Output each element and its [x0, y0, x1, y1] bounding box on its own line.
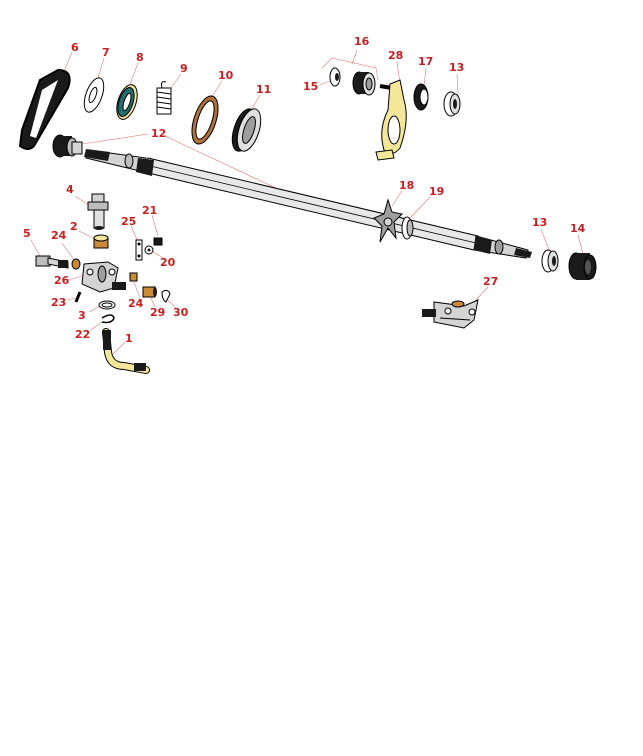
callout-24-left: 24: [51, 229, 67, 242]
callout-27: 27: [483, 275, 498, 288]
nut-part: [153, 237, 163, 246]
shaft-ring-part: [401, 216, 414, 240]
callout-26: 26: [54, 274, 70, 287]
callout-9: 9: [180, 62, 188, 75]
callout-29: 29: [150, 306, 165, 319]
seal-17-part: [413, 83, 429, 111]
callout-8: 8: [136, 51, 144, 64]
valve-part: [87, 193, 109, 230]
callout-10: 10: [218, 69, 234, 82]
clip-part: [161, 289, 171, 303]
callout-17: 17: [418, 55, 433, 68]
bearing-group-part: [352, 71, 376, 96]
yellow-bracket-part: [375, 79, 407, 161]
bushing-29-part: [142, 286, 157, 298]
callout-22: 22: [75, 328, 90, 341]
callout-13-top: 13: [449, 61, 464, 74]
seal-part: [116, 84, 138, 120]
snap-ring-part: [101, 314, 115, 324]
callout-16: 16: [354, 35, 370, 48]
callout-12: 12: [151, 127, 166, 140]
leader-lines: [30, 49, 584, 355]
bearing-13-right-part: [541, 249, 559, 273]
callout-labels: 1 2 3 4 5 6 7 8 9 10 11 12 13 13 14 15 1…: [23, 35, 586, 345]
bearing-part: [231, 108, 262, 152]
callout-3: 3: [78, 309, 86, 322]
shaft-end-bearing-part: [52, 134, 83, 158]
drive-belt-part: [18, 68, 71, 150]
washer-part: [83, 77, 105, 113]
bushing-24-left-part: [71, 258, 81, 270]
callout-21: 21: [142, 204, 157, 217]
callout-25: 25: [121, 215, 136, 228]
bushing-24-right-part: [129, 272, 138, 282]
callout-13-right: 13: [532, 216, 547, 229]
small-washer-part: [329, 67, 341, 87]
plate-part: [135, 239, 143, 261]
small-shaft-part: [35, 255, 69, 269]
copper-ring-part: [191, 95, 219, 145]
callout-15: 15: [303, 80, 318, 93]
callout-4: 4: [66, 183, 74, 196]
callout-5: 5: [23, 227, 31, 240]
ring-3-part: [98, 300, 116, 310]
callout-1: 1: [125, 332, 133, 345]
pin-part: [74, 291, 82, 303]
callout-18: 18: [399, 179, 414, 192]
right-gearbox-part: [422, 299, 479, 329]
callout-14: 14: [570, 222, 586, 235]
callout-2: 2: [70, 220, 78, 233]
callout-6: 6: [71, 41, 79, 54]
callout-30: 30: [173, 306, 189, 319]
washer-20-part: [144, 245, 154, 255]
left-gearbox-part: [81, 261, 126, 293]
bearing-13-top-part: [443, 91, 461, 117]
callout-28: 28: [388, 49, 403, 62]
callout-19: 19: [429, 185, 444, 198]
bronze-bushing-part: [93, 234, 109, 249]
callout-24-right: 24: [128, 297, 144, 310]
end-cap-part: [568, 252, 597, 280]
callout-20: 20: [160, 256, 176, 269]
spring-part: [156, 81, 172, 115]
hose-part: [102, 328, 150, 374]
flange-part: [373, 198, 404, 243]
callout-11: 11: [256, 83, 271, 96]
callout-7: 7: [102, 46, 110, 59]
callout-23: 23: [51, 296, 66, 309]
